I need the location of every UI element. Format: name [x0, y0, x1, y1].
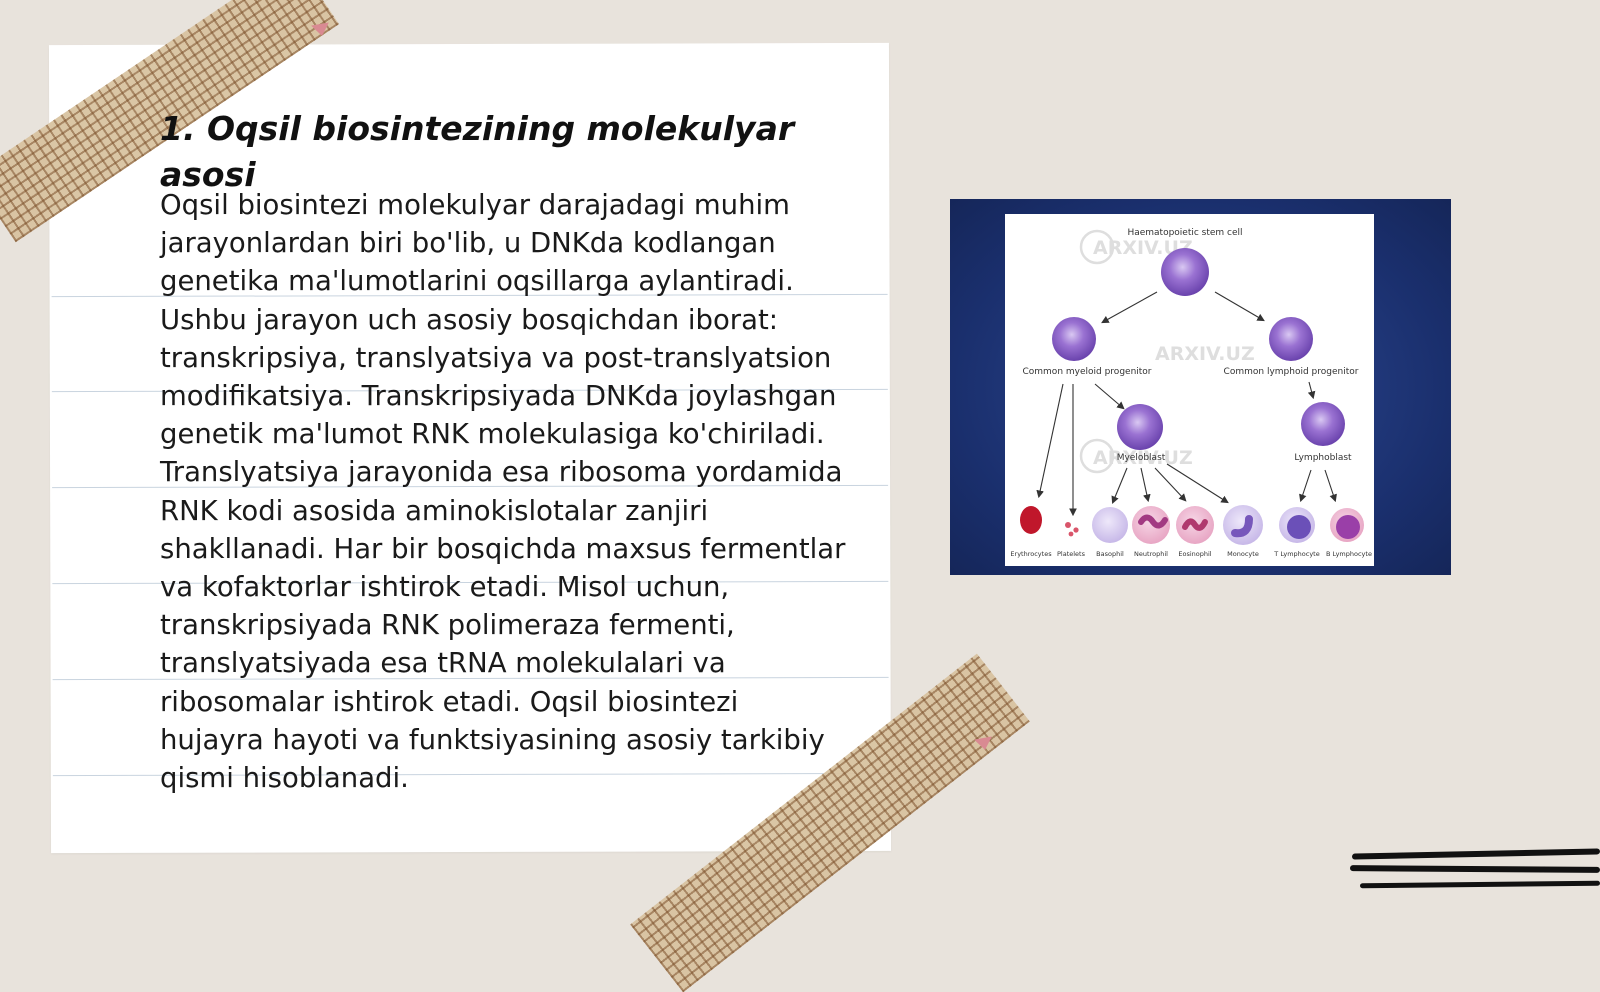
- brush-stroke: [1359, 880, 1600, 889]
- erythrocytes-label: Erythrocytes: [1010, 550, 1052, 558]
- haematopoiesis-figure: ARXIV.UZ ARXIV.UZ ARXIV.UZ: [950, 199, 1451, 575]
- watermark-group: ARXIV.UZ ARXIV.UZ ARXIV.UZ: [1079, 229, 1255, 474]
- stem-cell-label: Haematopoietic stem cell: [1127, 228, 1242, 238]
- figure-card: ARXIV.UZ ARXIV.UZ ARXIV.UZ: [1005, 214, 1374, 566]
- lymphoid-progenitor-label: Common lymphoid progenitor: [1224, 367, 1359, 377]
- slide-body-text: Oqsil biosintezi molekulyar darajadagi m…: [160, 189, 846, 795]
- b-lymphocyte-label: B Lymphocyte: [1326, 550, 1372, 558]
- myeloblast-shape: [1117, 404, 1163, 450]
- platelets-label: Platelets: [1057, 550, 1086, 558]
- brush-stroke: [1349, 865, 1600, 873]
- lymphoblast-label: Lymphoblast: [1294, 453, 1352, 463]
- erythrocyte-shape: [1020, 506, 1042, 534]
- basophil-label: Basophil: [1096, 550, 1124, 558]
- lymphoblast-shape: [1301, 402, 1345, 446]
- brush-stroke: [1351, 848, 1600, 860]
- platelet-shape: [1065, 522, 1071, 528]
- mature-cells: [1020, 505, 1364, 545]
- watermark-text: ARXIV.UZ: [1093, 447, 1193, 469]
- monocyte-label: Monocyte: [1227, 550, 1259, 558]
- lineage-arrows: [1036, 291, 1337, 517]
- slide-title: 1. Oqsil biosintezining molekulyar asosi: [160, 109, 795, 194]
- myeloblast-label: Myeloblast: [1117, 453, 1166, 463]
- monocyte-shape: [1223, 505, 1263, 545]
- t-lymphocyte-label: T Lymphocyte: [1273, 550, 1319, 558]
- stem-cell-shape: [1161, 248, 1209, 296]
- progenitor-cells: [1052, 248, 1345, 450]
- platelet-shape: [1068, 531, 1074, 537]
- pin-icon: [311, 22, 331, 38]
- lymphoid-progenitor-shape: [1269, 317, 1313, 361]
- eosinophil-label: Eosinophil: [1178, 550, 1211, 558]
- watermark-text: ARXIV.UZ: [1155, 343, 1255, 365]
- platelet-shape: [1073, 527, 1079, 533]
- myeloid-progenitor-shape: [1052, 317, 1096, 361]
- myeloid-progenitor-label: Common myeloid progenitor: [1022, 367, 1151, 377]
- neutrophil-shape: [1132, 506, 1170, 544]
- watermark-text: ARXIV.UZ: [1093, 237, 1193, 259]
- basophil-shape: [1092, 507, 1128, 543]
- neutrophil-label: Neutrophil: [1134, 550, 1168, 558]
